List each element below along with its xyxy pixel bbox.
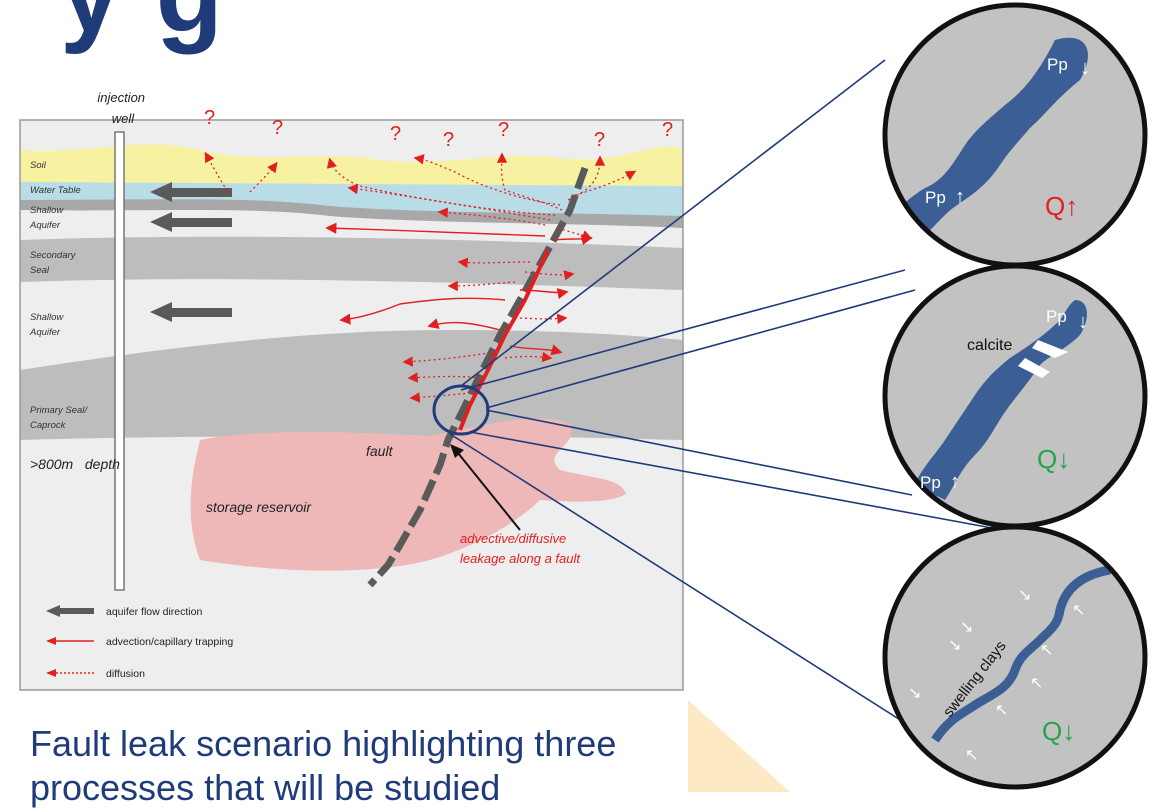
storage-reservoir-label: storage reservoir — [206, 499, 312, 515]
question-marks: ? ? ? ? ? ? ? — [204, 107, 673, 151]
cross-section-border — [19, 119, 684, 691]
fault-line — [367, 166, 589, 588]
question-mark: ? — [662, 119, 673, 141]
advection-arrows — [325, 222, 593, 356]
inset-connectors — [449, 59, 1004, 736]
figure-caption: Fault leak scenario highlighting three p… — [30, 723, 617, 808]
pore-pressure-label: Pp — [1047, 55, 1068, 74]
compression-arrow-icon: ↘ — [1018, 587, 1031, 604]
compression-arrow-icon: ↖ — [1072, 602, 1085, 619]
compression-arrow-icon: ↘ — [908, 685, 921, 702]
compression-arrow-icon: ↘ — [960, 619, 973, 636]
aquifer-flow-arrows — [150, 182, 232, 322]
question-mark: ? — [390, 123, 401, 145]
injection-well-label: injection well — [97, 90, 148, 126]
water-table-label: Water Table — [30, 185, 81, 196]
primary-seal-layer — [20, 330, 683, 440]
pore-pressure-label: Pp — [1046, 307, 1067, 326]
flow-rate-label: Q↓ — [1037, 444, 1070, 474]
pore-pressure-label: Pp — [920, 473, 941, 492]
compression-arrow-icon: ↖ — [965, 747, 978, 764]
inset-high-permeability: Pp ↓ Pp ↑ Q↑ — [882, 2, 1148, 268]
arrow-up-icon: ↑ — [950, 471, 960, 493]
leakage-label: advective/diffusive leakage along a faul… — [460, 531, 581, 566]
compression-arrow-icon: ↖ — [995, 702, 1008, 719]
leakage-pointer — [457, 452, 521, 531]
title-fragment: y g — [60, 0, 225, 57]
compression-arrow-icon: ↖ — [1030, 675, 1043, 692]
soil-layer — [20, 144, 683, 190]
inset-calcite-precipitation: calcite Pp ↓ Pp ↑ Q↓ — [882, 263, 1148, 529]
arrow-up-icon: ↑ — [955, 186, 965, 208]
legend-item: aquifer flow direction — [106, 606, 202, 618]
soil-label: Soil — [30, 160, 47, 171]
fault-label: fault — [366, 443, 394, 459]
question-mark: ? — [443, 129, 454, 151]
diffusion-arrows — [204, 151, 637, 403]
fault-leak-diagram: ? ? ? ? ? ? ? injection well Soil Water … — [19, 2, 1148, 792]
arrow-down-icon: ↓ — [1078, 311, 1088, 333]
legend-item: diffusion — [106, 668, 145, 680]
cross-section — [20, 120, 683, 690]
primary-seal-label: Primary Seal/Caprock — [30, 405, 88, 431]
flow-rate-label: Q↓ — [1042, 716, 1075, 746]
arrow-down-icon: ↓ — [1080, 57, 1090, 79]
decorative-wedge — [688, 700, 790, 792]
depth-label: >800m depth — [30, 456, 120, 472]
storage-reservoir — [190, 418, 626, 571]
inset-swelling-clays: swelling clays ↘ ↘ ↘ ↘ ↖ ↖ ↖ ↖ ↖ Q↓ — [882, 524, 1148, 790]
calcite-label: calcite — [967, 337, 1012, 354]
pore-pressure-label: Pp — [925, 188, 946, 207]
flow-rate-label: Q↑ — [1045, 191, 1078, 221]
leakage-pointer-head — [450, 444, 464, 458]
question-mark: ? — [204, 107, 215, 129]
question-mark: ? — [498, 119, 509, 141]
question-mark: ? — [272, 117, 283, 139]
compression-arrow-icon: ↖ — [1040, 642, 1053, 659]
injection-well — [114, 131, 125, 591]
secondary-seal-layer — [20, 236, 683, 290]
legend-item: advection/capillary trapping — [106, 636, 233, 648]
compression-arrow-icon: ↘ — [948, 637, 961, 654]
question-mark: ? — [594, 129, 605, 151]
legend: aquifer flow direction advection/capilla… — [46, 605, 233, 680]
